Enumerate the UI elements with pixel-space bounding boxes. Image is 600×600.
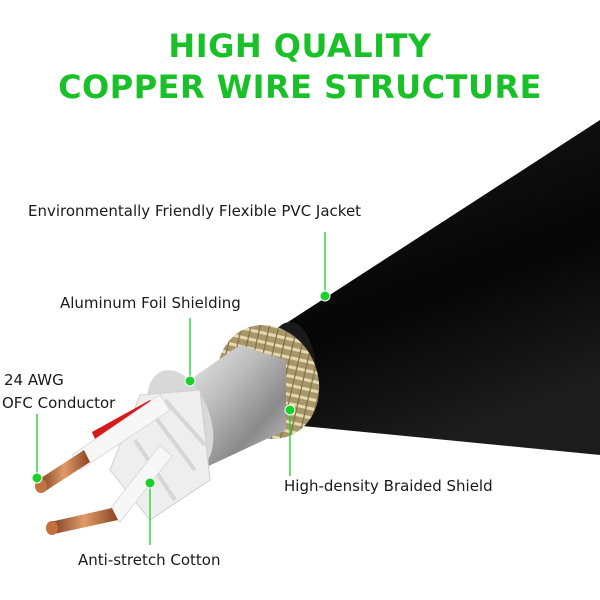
white-wire-insulation-lower xyxy=(107,444,173,523)
white-wire-insulation-upper xyxy=(71,394,171,471)
callout-dot-foil xyxy=(184,375,196,387)
label-aluminum-foil-shielding: Aluminum Foil Shielding xyxy=(60,294,241,312)
copper-conductor-upper xyxy=(38,450,90,492)
title-line-1: HIGH QUALITY xyxy=(168,27,432,65)
callout-dot-pvc xyxy=(319,290,331,302)
callout-dot-conductor xyxy=(31,472,43,484)
pvc-jacket xyxy=(288,120,600,455)
label-conductor-type: OFC Conductor xyxy=(2,394,116,412)
copper-conductor-lower xyxy=(50,508,118,534)
copper-tip-lower xyxy=(46,521,58,535)
label-conductor-gauge: 24 AWG xyxy=(4,371,64,389)
label-braided-shield: High-density Braided Shield xyxy=(284,477,493,495)
callout-dot-cotton xyxy=(144,477,156,489)
title-line-2: COPPER WIRE STRUCTURE xyxy=(58,68,542,106)
label-pvc-jacket: Environmentally Friendly Flexible PVC Ja… xyxy=(28,202,362,220)
label-anti-stretch-cotton: Anti-stretch Cotton xyxy=(78,551,221,569)
callout-dot-braid xyxy=(284,404,296,416)
